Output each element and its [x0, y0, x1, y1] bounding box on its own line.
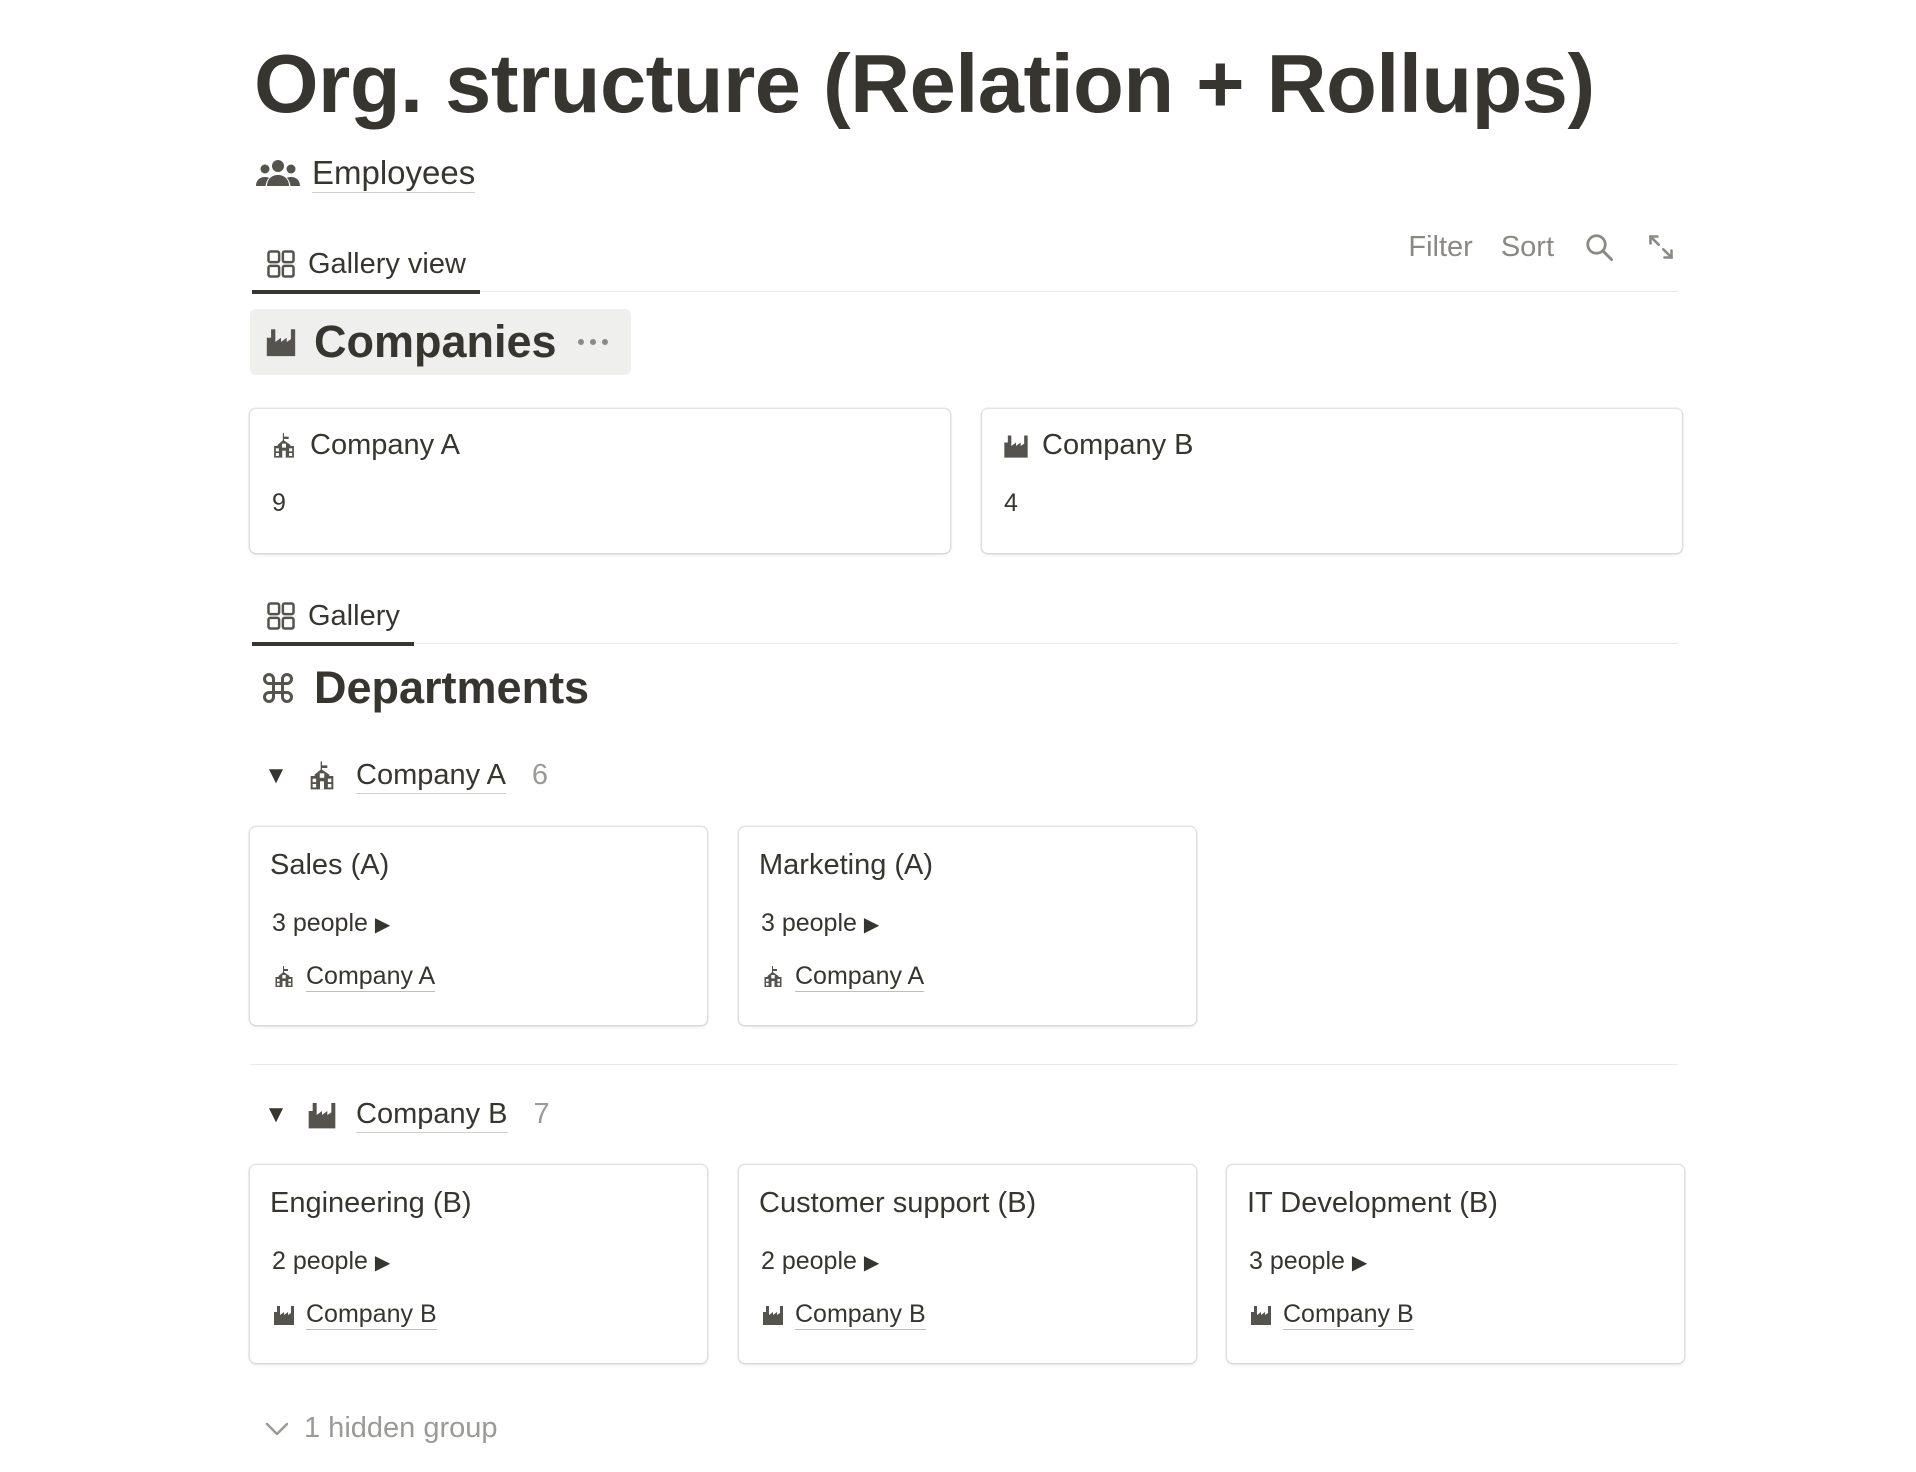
company-card-b[interactable]: Company B 4 — [982, 409, 1682, 553]
tab-gallery-view[interactable]: Gallery view — [252, 238, 480, 294]
department-card[interactable]: Engineering (B) 2 people ▶ Company B — [250, 1165, 707, 1363]
employees-link-label: Employees — [312, 154, 476, 193]
card-title: Sales (A) — [270, 849, 390, 881]
card-title-line: Company A — [270, 429, 460, 462]
hidden-groups-label: 1 hidden group — [304, 1412, 498, 1444]
school-building-icon — [270, 432, 298, 460]
group-divider — [250, 1064, 1678, 1065]
department-card[interactable]: Sales (A) 3 people ▶ Company A — [250, 827, 707, 1025]
company-relation[interactable]: Company B — [761, 1299, 926, 1330]
companies-db-title[interactable]: Companies — [250, 309, 631, 375]
page-title: Org. structure (Relation + Rollups) — [254, 37, 1595, 130]
relation-label: Company B — [306, 1300, 437, 1330]
employee-count: 9 — [272, 489, 286, 517]
play-triangle-icon: ▶ — [374, 1252, 391, 1274]
employees-link[interactable]: Employees — [256, 154, 476, 193]
relation-label: Company A — [795, 962, 925, 992]
department-card[interactable]: Customer support (B) 2 people ▶ Company … — [739, 1165, 1196, 1363]
play-triangle-icon: ▶ — [863, 1252, 880, 1274]
play-triangle-icon: ▶ — [374, 914, 391, 936]
factory-icon — [306, 1099, 338, 1131]
relation-label: Company B — [1283, 1300, 1414, 1330]
play-triangle-icon: ▶ — [1351, 1252, 1368, 1274]
more-icon[interactable] — [577, 337, 609, 347]
collapse-triangle-icon[interactable]: ▼ — [264, 761, 288, 789]
people-rollup[interactable]: 2 people ▶ — [761, 1247, 879, 1276]
card-title-line: Company B — [1002, 429, 1194, 462]
group-header-company-b[interactable]: ▼ Company B 7 — [264, 1097, 550, 1133]
factory-icon — [264, 325, 298, 359]
factory-icon — [272, 1303, 296, 1327]
department-card[interactable]: IT Development (B) 3 people ▶ Company B — [1227, 1165, 1684, 1363]
relation-label: Company A — [306, 962, 436, 992]
hidden-groups-toggle[interactable]: 1 hidden group — [264, 1412, 498, 1445]
card-title: IT Development (B) — [1247, 1187, 1498, 1219]
grid-icon — [266, 249, 296, 279]
card-title: Company A — [310, 429, 460, 461]
factory-icon — [1002, 432, 1030, 460]
group-count: 7 — [533, 1098, 550, 1131]
command-icon — [260, 670, 296, 706]
people-count: 2 people — [761, 1247, 857, 1275]
people-rollup[interactable]: 3 people ▶ — [272, 909, 390, 938]
people-rollup[interactable]: 3 people ▶ — [1249, 1247, 1367, 1276]
company-relation[interactable]: Company B — [1249, 1299, 1414, 1330]
grid-icon — [266, 601, 296, 631]
card-title: Marketing (A) — [759, 849, 934, 881]
departments-db-title[interactable]: Departments — [260, 662, 589, 714]
departments-view-divider — [250, 643, 1678, 644]
card-title: Engineering (B) — [270, 1187, 472, 1219]
department-card[interactable]: Marketing (A) 3 people ▶ Company A — [739, 827, 1196, 1025]
people-rollup[interactable]: 2 people ▶ — [272, 1247, 390, 1276]
school-building-icon — [761, 965, 785, 989]
tab-gallery-label: Gallery — [308, 599, 400, 632]
factory-icon — [761, 1303, 785, 1327]
company-relation[interactable]: Company A — [761, 961, 925, 992]
card-title: Company B — [1042, 429, 1194, 461]
people-count: 3 people — [1249, 1247, 1345, 1275]
relation-label: Company B — [795, 1300, 926, 1330]
group-name[interactable]: Company B — [356, 1097, 508, 1133]
departments-title-label: Departments — [314, 662, 590, 713]
people-icon — [256, 158, 300, 188]
chevron-down-icon — [264, 1421, 290, 1437]
group-name[interactable]: Company A — [356, 758, 506, 794]
people-count: 3 people — [272, 909, 368, 937]
play-triangle-icon: ▶ — [863, 914, 880, 936]
tab-gallery-view-label: Gallery view — [308, 247, 466, 280]
company-relation[interactable]: Company B — [272, 1299, 437, 1330]
tab-gallery[interactable]: Gallery — [252, 590, 414, 646]
search-icon[interactable] — [1582, 230, 1616, 264]
group-header-company-a[interactable]: ▼ Company A 6 — [264, 758, 548, 794]
people-rollup[interactable]: 3 people ▶ — [761, 909, 879, 938]
collapse-triangle-icon[interactable]: ▼ — [264, 1100, 288, 1128]
companies-view-divider — [250, 291, 1678, 292]
school-building-icon — [306, 760, 338, 792]
group-count: 6 — [531, 759, 549, 792]
people-count: 2 people — [272, 1247, 368, 1275]
filter-button[interactable]: Filter — [1408, 230, 1473, 263]
expand-icon[interactable] — [1644, 230, 1678, 264]
card-title: Customer support (B) — [759, 1187, 1037, 1219]
company-card-a[interactable]: Company A 9 — [250, 409, 950, 553]
sort-button[interactable]: Sort — [1500, 230, 1554, 263]
company-relation[interactable]: Company A — [272, 961, 436, 992]
school-building-icon — [272, 965, 296, 989]
employee-count: 4 — [1004, 489, 1018, 517]
view-toolbar: Filter Sort — [1408, 230, 1678, 264]
companies-title-label: Companies — [314, 316, 557, 367]
people-count: 3 people — [761, 909, 857, 937]
factory-icon — [1249, 1303, 1273, 1327]
